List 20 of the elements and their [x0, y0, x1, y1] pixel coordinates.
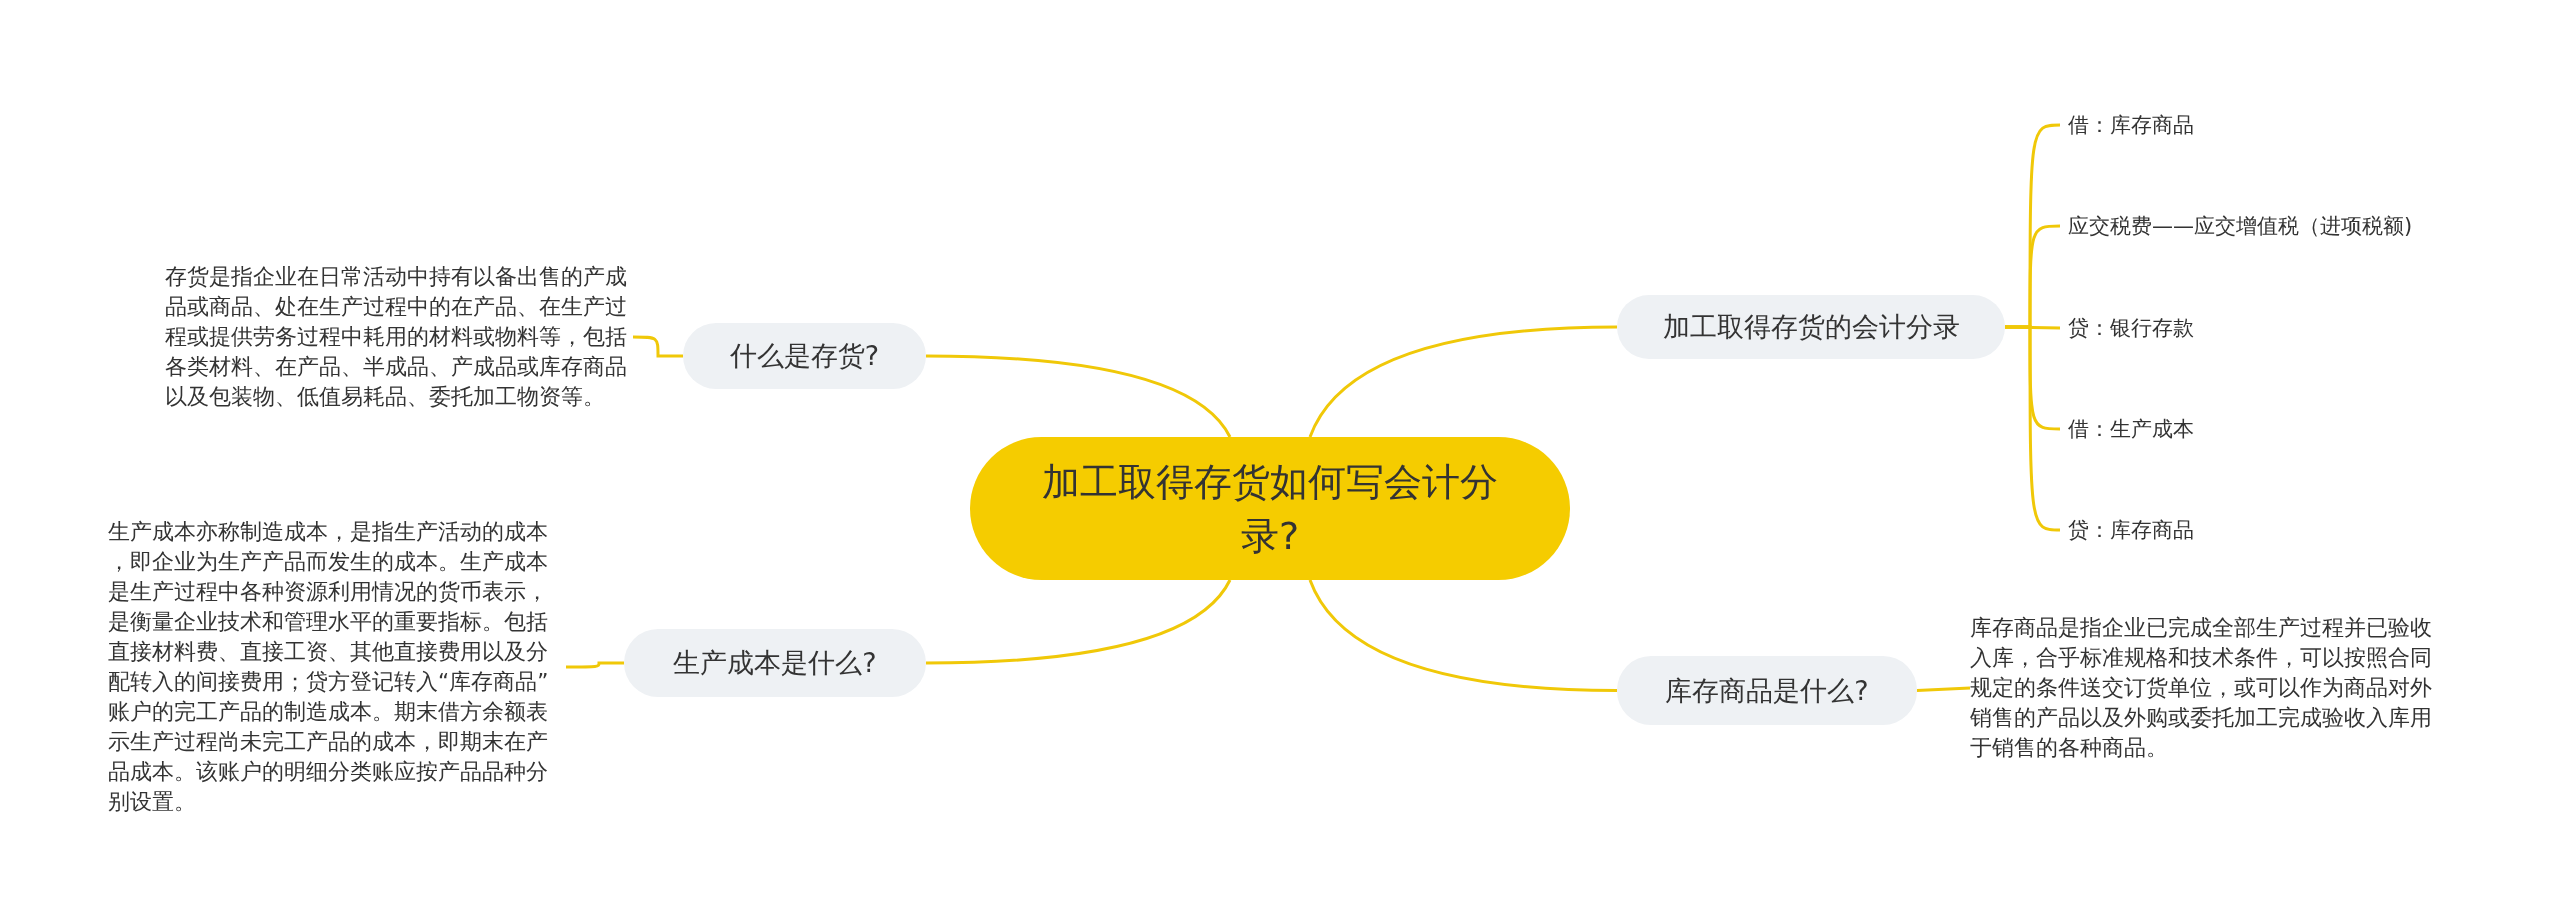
entry-text: 应交税费——应交增值税（进项税额) [2068, 214, 2413, 238]
description-text: 存货是指企业在日常活动中持有以备出售的产成品或商品、处在生产过程中的在产品、在生产过程或提供劳务过程中耗用的材料或物料等，包括各类材料、在产品、半成品、产成品或库存商品以及包装物、低值易耗品、委托加工物资等。 [165, 264, 627, 409]
topic-text: 什么是存货? [729, 339, 880, 373]
connector-line [1916, 686, 1971, 692]
entry-text: 贷：银行存款 [2068, 316, 2194, 340]
entry-text: 贷：库存商品 [2068, 518, 2194, 542]
entry-text: 借：库存商品 [2068, 113, 2194, 137]
entry-text: 借：生产成本 [2068, 417, 2194, 441]
connector-line [926, 354, 1232, 438]
connector-line [566, 661, 624, 669]
description-text: 生产成本亦称制造成本，是指生产活动的成本，即企业为生产产品而发生的成本。生产成本是生产过程中各种资源利用情况的货币表示，是衡量企业技术和管理水平的重要指标。包括直接材料费、直接工资、其他直接费用以及分配转入的间接费用；贷方登记转入“库存商品”账户的完工产品的制造成本。期末借方余额表示生产过程尚未完工产品的成本，即期末在产品成本。该账户的明细分类账应按产品品种分别设置。 [108, 519, 549, 814]
description-text: 库存商品是指企业已完成全部生产过程并已验收入库，合乎标准规格和技术条件，可以按照合同规定的条件送交订货单位，或可以作为商品对外销售的产品以及外购或委托加工完成验收入库用于销售的各种商品。 [1970, 615, 2432, 760]
connector-line [633, 335, 683, 358]
connector-line [1308, 579, 1617, 692]
topic-text: 生产成本是什么? [673, 646, 877, 680]
connector-line [1308, 325, 1617, 438]
connector-line [926, 579, 1232, 665]
topic-text: 加工取得存货如何写会计分录? [1041, 458, 1499, 560]
topic-text: 库存商品是什么? [1665, 673, 1869, 708]
topic-text: 加工取得存货的会计分录 [1662, 310, 1960, 344]
